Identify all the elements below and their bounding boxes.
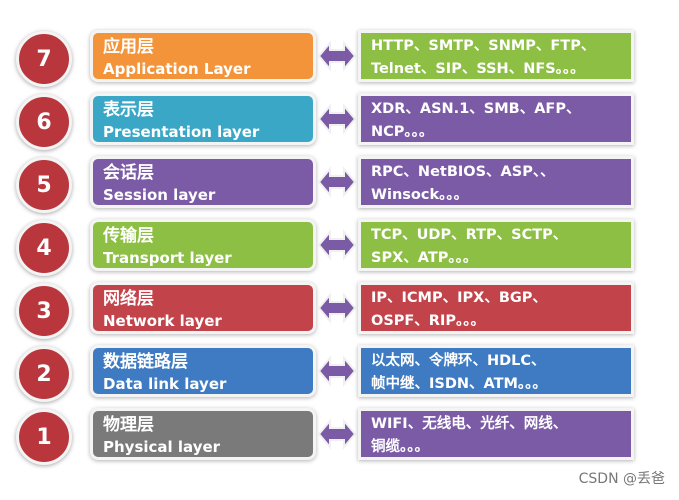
protocols-box: XDR、ASN.1、SMB、AFP、 NCP。。。 xyxy=(358,93,634,145)
protocols-line: Telnet、SIP、SSH、NFS。。。 xyxy=(371,61,585,77)
layer-number-badge: 7 xyxy=(16,31,72,87)
protocols-line: Winsock。。。 xyxy=(371,187,469,203)
layer-row-7: 7 应用层 Application Layer HTTP、SMTP、SNMP、F… xyxy=(0,30,679,87)
layer-row-2: 2 数据链路层 Data link layer 以太网、令牌环、HDLC、 帧中… xyxy=(0,345,679,402)
protocols-line: 以太网、令牌环、HDLC、 xyxy=(371,353,546,369)
layer-number-badge: 4 xyxy=(16,220,72,276)
double-arrow-icon xyxy=(318,40,356,72)
double-arrow-icon xyxy=(318,355,356,387)
layer-number-badge: 5 xyxy=(16,157,72,213)
layer-name-cn: 传输层 xyxy=(103,226,154,246)
protocols-box: HTTP、SMTP、SNMP、FTP、 Telnet、SIP、SSH、NFS。。… xyxy=(358,30,634,82)
layer-number-badge: 3 xyxy=(16,283,72,339)
layer-name-box: 表示层 Presentation layer xyxy=(90,93,316,145)
layer-name-en: Physical layer xyxy=(103,438,221,456)
protocols-box: WIFI、无线电、光纤、网线、 铜缆。。。 xyxy=(358,408,634,460)
layer-name-cn: 应用层 xyxy=(103,37,154,57)
protocols-box: 以太网、令牌环、HDLC、 帧中继、ISDN、ATM。。。 xyxy=(358,345,634,397)
layer-number-badge: 6 xyxy=(16,94,72,150)
layer-name-box: 应用层 Application Layer xyxy=(90,30,316,82)
layer-name-en: Transport layer xyxy=(103,249,232,267)
layer-row-3: 3 网络层 Network layer IP、ICMP、IPX、BGP、 OSP… xyxy=(0,282,679,339)
protocols-line: HTTP、SMTP、SNMP、FTP、 xyxy=(371,38,596,54)
layer-name-box: 网络层 Network layer xyxy=(90,282,316,334)
protocols-line: TCP、UDP、RTP、SCTP、 xyxy=(371,227,568,243)
protocols-line: 铜缆。。。 xyxy=(371,439,429,455)
protocols-line: 帧中继、ISDN、ATM。。。 xyxy=(371,376,547,392)
protocols-line: NCP。。。 xyxy=(371,124,434,140)
protocols-line: SPX、ATP。。。 xyxy=(371,250,478,266)
layer-name-en: Data link layer xyxy=(103,375,227,393)
layer-name-cn: 数据链路层 xyxy=(103,352,188,372)
protocols-box: RPC、NetBIOS、ASP、、 Winsock。。。 xyxy=(358,156,634,208)
layer-row-6: 6 表示层 Presentation layer XDR、ASN.1、SMB、A… xyxy=(0,93,679,150)
layer-name-cn: 网络层 xyxy=(103,289,154,309)
layer-name-en: Session layer xyxy=(103,186,216,204)
protocols-line: IP、ICMP、IPX、BGP、 xyxy=(371,290,547,306)
double-arrow-icon xyxy=(318,292,356,324)
layer-name-cn: 会话层 xyxy=(103,163,154,183)
watermark: CSDN @丢爸 xyxy=(578,471,665,487)
double-arrow-icon xyxy=(318,103,356,135)
double-arrow-icon xyxy=(318,166,356,198)
protocols-line: RPC、NetBIOS、ASP、、 xyxy=(371,164,555,180)
layer-number-badge: 2 xyxy=(16,346,72,402)
protocols-line: WIFI、无线电、光纤、网线、 xyxy=(371,416,568,432)
protocols-line: XDR、ASN.1、SMB、AFP、 xyxy=(371,101,581,117)
layer-name-box: 物理层 Physical layer xyxy=(90,408,316,460)
layer-name-box: 传输层 Transport layer xyxy=(90,219,316,271)
layer-row-1: 1 物理层 Physical layer WIFI、无线电、光纤、网线、 铜缆。… xyxy=(0,408,679,465)
double-arrow-icon xyxy=(318,229,356,261)
layer-name-en: Application Layer xyxy=(103,60,251,78)
layer-name-box: 会话层 Session layer xyxy=(90,156,316,208)
layer-name-en: Network layer xyxy=(103,312,222,330)
layer-name-en: Presentation layer xyxy=(103,123,260,141)
double-arrow-icon xyxy=(318,418,356,450)
layer-number-badge: 1 xyxy=(16,409,72,465)
layer-name-box: 数据链路层 Data link layer xyxy=(90,345,316,397)
layer-name-cn: 表示层 xyxy=(103,100,154,120)
protocols-box: TCP、UDP、RTP、SCTP、 SPX、ATP。。。 xyxy=(358,219,634,271)
protocols-line: OSPF、RIP。。。 xyxy=(371,313,485,329)
protocols-box: IP、ICMP、IPX、BGP、 OSPF、RIP。。。 xyxy=(358,282,634,334)
layer-row-5: 5 会话层 Session layer RPC、NetBIOS、ASP、、 Wi… xyxy=(0,156,679,213)
layer-name-cn: 物理层 xyxy=(103,415,154,435)
layer-row-4: 4 传输层 Transport layer TCP、UDP、RTP、SCTP、 … xyxy=(0,219,679,276)
